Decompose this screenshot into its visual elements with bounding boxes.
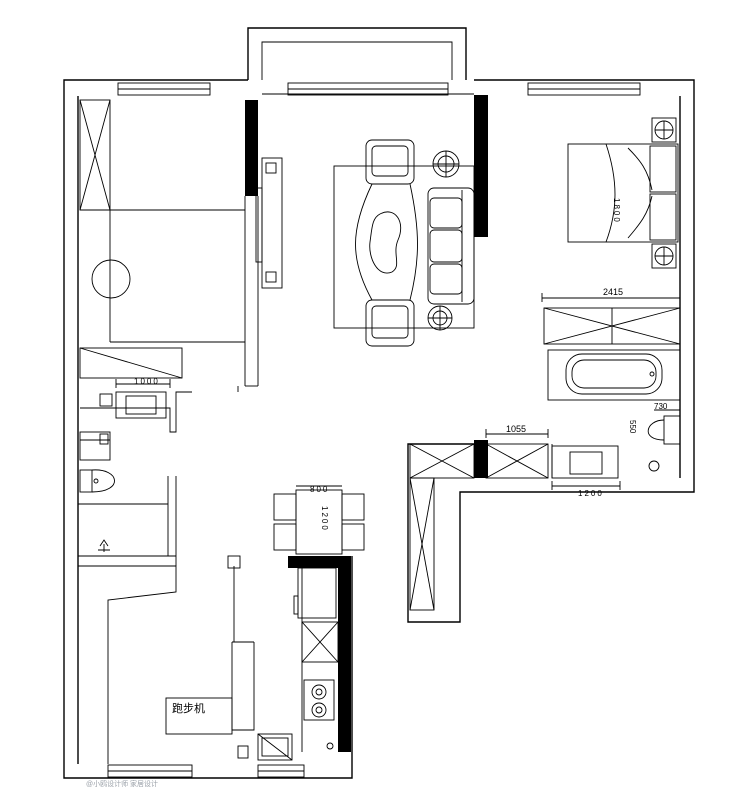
bathtub	[547, 349, 681, 401]
washbasin-dimension: 1000	[134, 377, 160, 386]
chair	[341, 493, 365, 521]
tv-cabinet	[261, 157, 283, 289]
study-corridor: 1055	[409, 424, 549, 611]
armchair	[365, 139, 415, 185]
kitchen	[237, 567, 339, 761]
chair	[273, 523, 297, 551]
wardrobe-dimension: 2415	[603, 287, 623, 297]
double-bed	[567, 143, 679, 243]
cabinet	[485, 443, 549, 479]
shear-wall	[474, 95, 488, 237]
vanity	[551, 445, 619, 479]
living-room	[255, 139, 475, 347]
dining-width: 800	[310, 485, 329, 494]
armchair	[365, 299, 415, 347]
master-bedroom: 1800 2415 730 550 1	[541, 117, 681, 498]
pillow	[649, 145, 677, 193]
windows	[107, 82, 641, 778]
shear-wall	[245, 100, 258, 196]
stove	[303, 679, 335, 721]
pillow	[649, 193, 677, 241]
toilet-dimension: 730	[654, 402, 668, 411]
toilet-depth: 550	[628, 420, 637, 434]
round-table	[91, 259, 131, 299]
floor-drain	[648, 460, 660, 472]
dining-table	[295, 489, 343, 555]
cabinet-dimension: 1055	[506, 424, 526, 434]
cabinet	[409, 443, 475, 479]
watermark: @小鸥设计师 家居设计	[86, 779, 158, 788]
shear-wall	[288, 556, 348, 568]
kitchen-sink	[257, 733, 293, 761]
chair	[273, 493, 297, 521]
washbasin	[115, 391, 167, 419]
toilet	[663, 415, 681, 445]
coffee-table	[369, 211, 402, 274]
plant-icon	[98, 539, 110, 552]
balcony	[247, 27, 474, 95]
treadmill-label: 跑步机	[172, 701, 205, 715]
toilet	[79, 469, 93, 493]
left-bathroom: 1000	[78, 347, 192, 557]
outer-walls	[63, 79, 695, 779]
dining-length: 1200	[320, 506, 329, 532]
shear-wall	[474, 440, 488, 478]
washing-machine	[79, 431, 111, 461]
vanity-dimension: 1200	[578, 489, 604, 498]
fridge	[297, 567, 337, 619]
chair	[341, 523, 365, 551]
shear-wall	[338, 556, 351, 752]
bed-dimension: 1800	[612, 198, 621, 224]
gym-room: 跑步机	[78, 555, 255, 764]
sofa	[427, 187, 475, 305]
dining: 800 1200	[273, 485, 365, 555]
wardrobe-tall	[409, 477, 435, 611]
left-bedroom	[79, 99, 259, 392]
